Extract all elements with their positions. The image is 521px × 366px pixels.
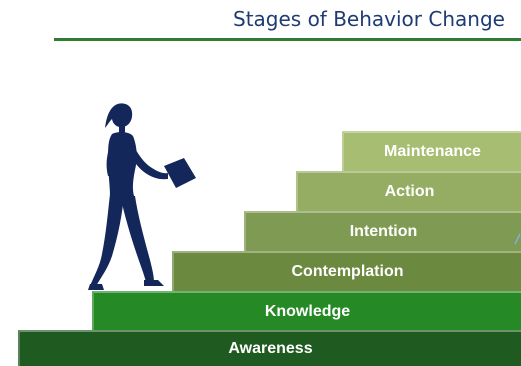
- step-maintenance: Maintenance: [342, 131, 521, 171]
- step-awareness: Awareness: [18, 330, 521, 366]
- step-label: Intention: [349, 223, 418, 240]
- title-divider: [54, 38, 521, 41]
- page-title: Stages of Behavior Change: [233, 7, 505, 31]
- step-label: Knowledge: [264, 302, 351, 320]
- arrow-decoration-icon: [514, 233, 521, 245]
- step-action: Action: [296, 171, 521, 211]
- step-label: Maintenance: [384, 143, 481, 160]
- step-label: Contemplation: [291, 263, 404, 280]
- step-knowledge: Knowledge: [92, 291, 521, 330]
- step-contemplation: Contemplation: [172, 251, 521, 291]
- step-intention: Intention: [244, 211, 521, 251]
- step-label: Awareness: [228, 340, 313, 357]
- step-label: Action: [384, 183, 435, 200]
- woman-silhouette-icon: [88, 103, 196, 290]
